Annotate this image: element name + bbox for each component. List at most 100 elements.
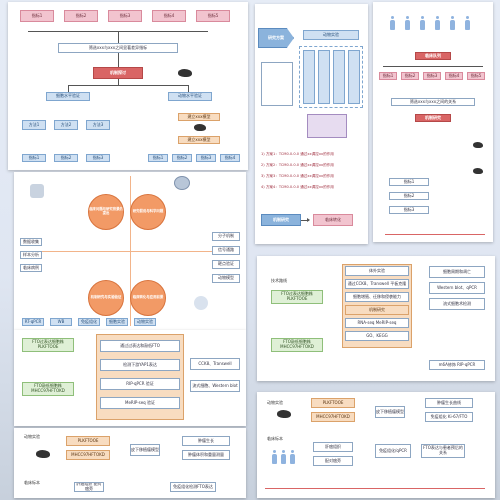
panel-a-index-box: 指标4 bbox=[220, 154, 240, 162]
panel-g-box: MHCC97HFTOKD bbox=[66, 450, 110, 460]
panel-d-center-circle: 临床问题与研究背景的提出 bbox=[88, 194, 124, 230]
panel-g-right-box: 肿瘤生长 bbox=[182, 436, 230, 446]
panel-a-index-box: 指标3 bbox=[86, 154, 110, 162]
mouse-icon bbox=[277, 410, 291, 418]
panel-a-model-top: 建立xxx模型 bbox=[178, 113, 220, 121]
panel-b-left-note bbox=[261, 62, 293, 106]
panel-a-method-box: 方法2 bbox=[54, 120, 78, 130]
person-icon bbox=[449, 16, 455, 30]
panel-d-left-label: 数据收集 bbox=[20, 238, 42, 246]
panel-c-label: 指标4 bbox=[445, 72, 463, 80]
neuron-icon bbox=[194, 296, 208, 310]
microscope-icon bbox=[30, 184, 44, 198]
panel-g-title: 动物实验 bbox=[24, 434, 40, 439]
panel-b-bullet: 3) 方案3：TCM0.0.0.0 通过xx调控xx的作用 bbox=[261, 174, 334, 178]
panel-h-clinical-title: 临床标本 bbox=[267, 436, 283, 441]
panel-f-mech-box: MeRIP-seq 验证 bbox=[100, 397, 180, 409]
panel-a-index-box: 指标1 bbox=[22, 154, 46, 162]
panel-a-group-box: 指标5 bbox=[196, 10, 230, 22]
panel-e-step-box: 体外实验 bbox=[345, 266, 409, 276]
panel-a-method-box: 方法1 bbox=[22, 120, 46, 130]
panel-e-side-box: 流式细胞术检测 bbox=[429, 298, 485, 310]
panel-c-label-lower: 指标3 bbox=[389, 206, 429, 214]
panel-d-right-label: 分子机制 bbox=[212, 232, 240, 241]
person-icon bbox=[271, 450, 277, 464]
panel-d-bottom-label: 免疫组化 bbox=[78, 318, 100, 326]
panel-b-column bbox=[348, 50, 360, 104]
panel-e-side-box: Western blot、qPCR bbox=[429, 282, 485, 294]
panel-h-clinical-box: 肝癌组织 bbox=[313, 442, 353, 452]
panel-d-bottom-label: WB bbox=[50, 318, 72, 326]
mouse-icon bbox=[36, 450, 50, 458]
panel-h-clinical-right: FTO表达与患者预后的关系 bbox=[421, 444, 465, 458]
person-icon bbox=[419, 16, 425, 30]
panel-c-label-lower: 指标1 bbox=[389, 178, 429, 186]
panel-a-index-box: 指标1 bbox=[148, 154, 168, 162]
person-icon bbox=[289, 450, 295, 464]
panel-b-column bbox=[333, 50, 345, 104]
panel-e-step-box: GO、KEGG bbox=[345, 331, 409, 341]
panel-b-bullet: 4) 方案4：TCM0.0.0.0 通过xx调控xx的作用 bbox=[261, 185, 334, 189]
panel-f-result-box: CCK8、Transwell bbox=[190, 358, 240, 370]
panel-a-index-box: 指标3 bbox=[196, 154, 216, 162]
panel-h-right-box: 免疫组化 Ki-67/FTO bbox=[425, 412, 473, 422]
panel-a-group-box: 指标4 bbox=[152, 10, 186, 22]
panel-a-group-box: 指标1 bbox=[20, 10, 54, 22]
panel-h-animal-title: 动物实验 bbox=[267, 400, 283, 405]
person-icon bbox=[434, 16, 440, 30]
panel-e-left-box: FTO过表达细胞株 PLKFTOOE bbox=[271, 290, 323, 304]
panel-d-left-label: 样本分析 bbox=[20, 251, 42, 259]
panel-h-clinical-mid: 免疫组化/qPCR bbox=[375, 444, 411, 458]
panel-e-step-box: RNA-seq MeRIP-seq bbox=[345, 318, 409, 328]
panel-h-box: PLKFTOOE bbox=[311, 398, 355, 408]
panel-a-combo-box: 筛选xxx与xxx之间显著差异指标 bbox=[58, 43, 178, 53]
panel-g-middle: 皮下移植瘤模型 bbox=[130, 444, 160, 456]
panel-c-label: 指标3 bbox=[423, 72, 441, 80]
panel-c-mid-box: 机制研究 bbox=[415, 114, 451, 122]
panel-a-index-box: 指标2 bbox=[172, 154, 192, 162]
panel-g-box: PLKFTOOE bbox=[66, 436, 110, 446]
mouse-icon bbox=[194, 124, 206, 131]
panel-g-right-box: 肿瘤体积和重量测量 bbox=[182, 450, 230, 460]
panel-c-top-box: 临床队列 bbox=[415, 52, 451, 60]
panel-c-mid-caption: 筛选xxx与xxx之间的关系 bbox=[391, 98, 475, 106]
panel-e-step-box: 机制研究 bbox=[345, 305, 409, 315]
person-icon bbox=[404, 16, 410, 30]
panel-d-center-circle: 临床转化与应用前景 bbox=[130, 280, 166, 316]
person-icon bbox=[280, 450, 286, 464]
panel-d-bottom-label: 动物实验 bbox=[134, 318, 156, 326]
panel-c-label: 指标1 bbox=[379, 72, 397, 80]
panel-f-result-box: 流式细胞、Western blot bbox=[190, 380, 240, 392]
cell-icon bbox=[174, 176, 190, 190]
panel-f-left-box: FTO敲低细胞株 MHCC97HFTOKD bbox=[22, 382, 74, 396]
panel-d-bottom-label: RT-qPCR bbox=[22, 318, 44, 326]
panel-h-right-box: 肿瘤生长曲线 bbox=[425, 398, 473, 408]
panel-d-center-circle: 研究假说与科学问题 bbox=[130, 194, 166, 230]
mouse-icon bbox=[178, 69, 192, 77]
panel-b-summary bbox=[307, 114, 347, 138]
panel-h-middle: 皮下移植瘤模型 bbox=[375, 406, 405, 418]
panel-b-flow-right: 临床转化 bbox=[313, 214, 353, 226]
panel-d-center-circle: 机制研究与实验验证 bbox=[88, 280, 124, 316]
panel-b-column bbox=[303, 50, 315, 104]
person-icon bbox=[464, 16, 470, 30]
panel-d-left-label: 临床病例 bbox=[20, 264, 42, 272]
mouse-icon bbox=[473, 168, 483, 174]
panel-g-animal: 动物实验 PLKFTOOE MHCC97HFTOKD 皮下移植瘤模型 肿瘤生长肿瘤… bbox=[14, 428, 246, 498]
panel-b-flow-left: 机制研究 bbox=[261, 214, 301, 226]
panel-b-column bbox=[318, 50, 330, 104]
panel-b-bullet: 1) 方案1：TCM0.0.0.0 通过xx调控xx的作用 bbox=[261, 152, 334, 156]
panel-e-step-box: 通过CCK8、Transwell 平板克隆 bbox=[345, 279, 409, 289]
mouse-icon bbox=[473, 142, 483, 148]
panel-g-clinical-box: 肝癌组织 配对癌旁 bbox=[74, 482, 104, 492]
panel-c-clinical: 临床队列 指标1 指标2 指标3 指标4 指标5 筛选xxx与xxx之间的关系 机制研究… bbox=[373, 2, 493, 242]
panel-c-label: 指标2 bbox=[401, 72, 419, 80]
panel-a-group-box: 指标2 bbox=[64, 10, 98, 22]
panel-d-right-label: 动物模型 bbox=[212, 274, 240, 283]
panel-c-label: 指标5 bbox=[467, 72, 485, 80]
panel-e-side-box: 细胞周期和凋亡 bbox=[429, 266, 485, 278]
panel-g-clinical-right: 免疫组化检测FTO表达 bbox=[170, 482, 216, 492]
